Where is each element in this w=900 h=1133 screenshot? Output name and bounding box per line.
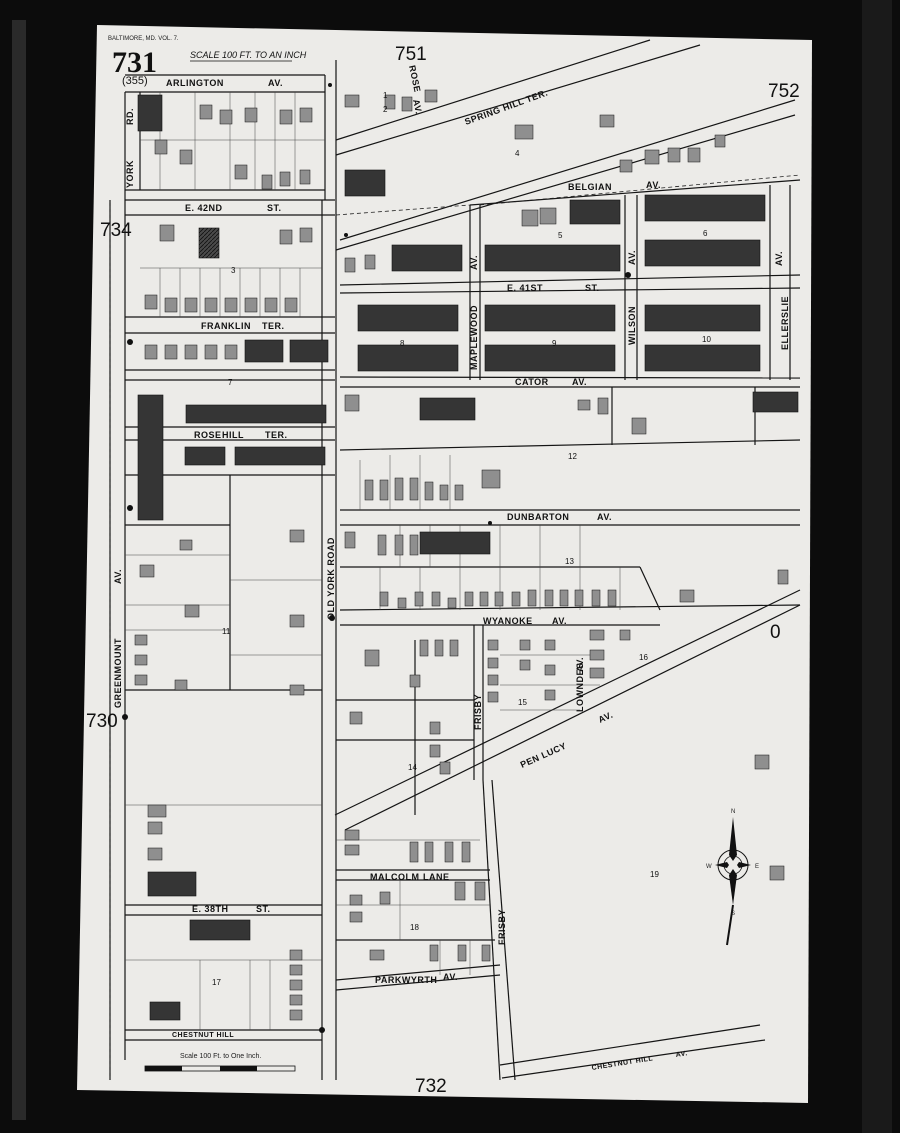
block-number-9: 9 <box>552 339 557 348</box>
adjacent-sheet-right: 0 <box>770 622 781 643</box>
block-number-8: 8 <box>400 339 405 348</box>
street-e42nd: E. 42ND <box>185 203 223 213</box>
street-maplewood: MAPLEWOOD <box>469 305 479 370</box>
street-dunbarton-av: AV. <box>597 512 612 522</box>
old-sheet-number: (355) <box>122 75 148 87</box>
block-number-11: 11 <box>222 627 231 636</box>
block-labels: 1 2 3 4 5 6 7 8 9 10 11 12 13 14 15 16 1… <box>212 91 711 987</box>
lot-lines <box>125 92 621 1030</box>
block-number-13: 13 <box>565 557 574 566</box>
block-number-12: 12 <box>568 452 577 461</box>
street-lowndes-av: AV. <box>575 657 585 672</box>
block-number-4: 4 <box>515 149 520 158</box>
block-number-16: 16 <box>639 653 648 662</box>
city-volume-label: BALTIMORE, MD. VOL. 7. <box>108 36 179 42</box>
compass-south: S <box>731 911 735 917</box>
city-limits-line <box>335 174 801 216</box>
compass-west: W <box>706 864 712 870</box>
street-greenmount: GREENMOUNT <box>113 638 123 708</box>
street-frisby: FRISBY <box>473 694 483 730</box>
street-chestnut-hill-left: CHESTNUT HILL <box>172 1032 234 1039</box>
street-e41st: E. 41ST <box>507 283 543 293</box>
street-belgian: BELGIAN <box>568 182 612 192</box>
street-frisby-lower: FRISBY <box>497 909 507 945</box>
rowhouses-dark <box>137 94 799 1021</box>
dwellings-light <box>134 89 789 1021</box>
street-rose-hill-hill: HILL <box>222 430 244 440</box>
street-franklin: FRANKLIN <box>201 321 251 331</box>
block-number-17: 17 <box>212 978 221 987</box>
block-number-7: 7 <box>228 378 233 387</box>
compass-east: E <box>755 864 759 870</box>
block-number-15: 15 <box>518 698 527 707</box>
street-belgian-av: AV. <box>646 180 661 190</box>
frame-edge-left <box>12 20 26 1120</box>
street-ellerslie: ELLERSLIE <box>780 296 790 350</box>
scale-label-top: SCALE 100 FT. TO AN INCH <box>190 50 307 60</box>
street-chestnut-hill-right-av: AV. <box>675 1050 688 1059</box>
frame-edge-right <box>862 0 892 1133</box>
street-parkwyrth: PARKWYRTH <box>375 975 437 985</box>
street-e38th: E. 38TH <box>192 904 229 914</box>
street-cator-av: AV. <box>572 377 587 387</box>
street-e42nd-st: ST. <box>267 203 282 213</box>
street-rose-hill-ter: TER. <box>265 430 288 440</box>
church-building <box>198 227 220 259</box>
street-york-rd: RD. <box>125 108 135 125</box>
sheet-number: 731 <box>112 46 157 79</box>
street-franklin-ter: TER. <box>262 321 285 331</box>
street-cator: CATOR <box>515 377 549 387</box>
street-rose-av: AV. <box>411 98 424 115</box>
block-number-1: 1 <box>383 91 388 100</box>
adjacent-sheet-730: 730 <box>86 711 118 732</box>
street-malcolm: MALCOLM <box>370 872 420 882</box>
street-dunbarton: DUNBARTON <box>507 512 569 522</box>
street-lowndes: LOWNDES <box>575 663 585 713</box>
street-malcolm-lane: LANE <box>423 872 450 882</box>
street-york: YORK <box>125 160 135 188</box>
adjacent-sheet-751: 751 <box>395 44 427 65</box>
street-maplewood-av: AV. <box>469 255 479 270</box>
block-number-3: 3 <box>231 266 236 275</box>
street-wilson-av: AV. <box>627 250 637 265</box>
block-number-6: 6 <box>703 229 708 238</box>
street-wyanoke-av: AV. <box>552 616 567 626</box>
street-parkwyrth-av: AV. <box>443 972 458 982</box>
street-e38th-st: ST. <box>256 904 271 914</box>
street-old-york-road: OLD YORK ROAD <box>326 537 336 620</box>
block-number-14: 14 <box>408 763 417 772</box>
scale-bar: Scale 100 Ft. to One Inch. <box>144 1053 296 1072</box>
map-paper <box>77 25 812 1103</box>
compass-north: N <box>731 809 735 815</box>
street-arlington: ARLINGTON <box>166 78 224 88</box>
adjacent-sheet-734: 734 <box>100 220 132 241</box>
street-wilson: WILSON <box>627 306 637 345</box>
adjacent-sheet-752: 752 <box>768 81 800 102</box>
block-number-10: 10 <box>702 335 711 344</box>
street-rose-hill-rose: ROSE <box>194 430 222 440</box>
compass-rose: N E S W <box>706 809 759 946</box>
adjacent-sheet-732: 732 <box>415 1076 447 1097</box>
block-number-19: 19 <box>650 870 659 879</box>
street-greenmount-av: AV. <box>113 569 123 584</box>
hydrant-markers <box>122 83 631 1033</box>
scale-label-bottom: Scale 100 Ft. to One Inch. <box>180 1053 261 1060</box>
block-number-2: 2 <box>383 105 388 114</box>
street-ellerslie-av: AV. <box>774 251 784 266</box>
street-e41st-st: ST. <box>585 283 600 293</box>
block-number-18: 18 <box>410 923 419 932</box>
block-number-5: 5 <box>558 231 563 240</box>
street-wyanoke: WYANOKE <box>483 616 533 626</box>
street-arlington-av: AV. <box>268 78 283 88</box>
